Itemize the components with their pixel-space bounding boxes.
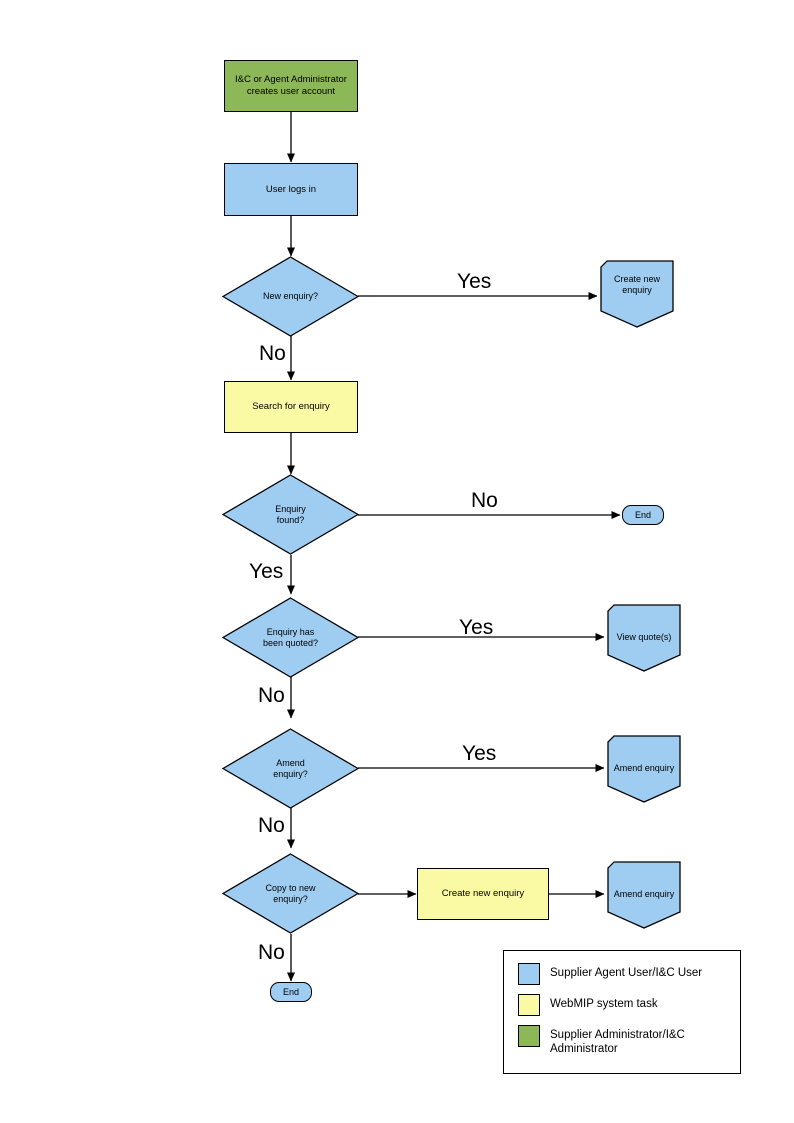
- pentagon-shape: [600, 260, 674, 328]
- diamond-shape: [222, 256, 359, 337]
- edge-label-new-enquiry-no: No: [259, 342, 286, 365]
- node-label: End: [634, 510, 651, 520]
- node-copy-to-new-decision[interactable]: Copy to new enquiry?: [222, 853, 359, 934]
- diamond-shape: [222, 474, 359, 555]
- edge-label-new-enquiry-yes: Yes: [457, 270, 492, 293]
- node-new-enquiry-decision[interactable]: New enquiry?: [222, 256, 359, 337]
- legend-item-supplier-administrator: Supplier Administrator/I&C Administrator: [518, 1025, 730, 1056]
- edge-label-enquiry-found-no: No: [471, 489, 498, 512]
- node-amend-enquiry-2[interactable]: Amend enquiry: [607, 861, 681, 929]
- node-amend-enquiry-1[interactable]: Amend enquiry: [607, 735, 681, 803]
- node-user-logs-in[interactable]: User logs in: [224, 163, 358, 216]
- edge-label-amend-yes: Yes: [462, 742, 497, 765]
- edge-label-quoted-no: No: [258, 684, 285, 707]
- node-label-line2: creates user account: [246, 86, 336, 97]
- legend-item-webmip-system-task: WebMIP system task: [518, 994, 730, 1016]
- node-enquiry-quoted-decision[interactable]: Enquiry has been quoted?: [222, 597, 359, 678]
- node-create-new-enquiry-top[interactable]: Create new enquiry: [600, 260, 674, 328]
- node-end-top[interactable]: End: [622, 505, 664, 525]
- node-end-bottom[interactable]: End: [270, 982, 312, 1002]
- node-enquiry-found-decision[interactable]: Enquiry found?: [222, 474, 359, 555]
- legend-label-line1: Supplier Administrator/I&C: [550, 1029, 685, 1041]
- legend-label: Supplier Agent User/I&C User: [550, 967, 703, 979]
- node-search-for-enquiry[interactable]: Search for enquiry: [224, 381, 358, 433]
- node-create-new-enquiry-bottom[interactable]: Create new enquiry: [417, 868, 549, 920]
- diamond-shape: [222, 597, 359, 678]
- node-label: User logs in: [265, 183, 317, 195]
- pentagon-shape: [607, 735, 681, 803]
- pentagon-shape: [607, 604, 681, 672]
- node-admin-creates-account[interactable]: I&C or Agent Administrator creates user …: [224, 60, 358, 112]
- legend-swatch-blue: [518, 963, 540, 985]
- node-label: Create new enquiry: [441, 888, 525, 900]
- legend-item-supplier-agent-user: Supplier Agent User/I&C User: [518, 963, 730, 985]
- diamond-shape: [222, 853, 359, 934]
- legend: Supplier Agent User/I&C User WebMIP syst…: [503, 950, 741, 1074]
- legend-label: WebMIP system task: [550, 998, 658, 1010]
- legend-swatch-yellow: [518, 994, 540, 1016]
- node-view-quotes[interactable]: View quote(s): [607, 604, 681, 672]
- node-label-line1: I&C or Agent Administrator: [235, 74, 347, 86]
- edge-label-quoted-yes: Yes: [459, 616, 494, 639]
- edge-label-copy-no: No: [258, 941, 285, 964]
- node-label: Search for enquiry: [252, 401, 330, 413]
- node-amend-enquiry-decision[interactable]: Amend enquiry?: [222, 728, 359, 809]
- node-label: End: [282, 987, 299, 997]
- node-label: I&C or Agent Administrator creates user …: [235, 74, 347, 98]
- pentagon-shape: [607, 861, 681, 929]
- edge-label-enquiry-found-yes: Yes: [249, 560, 284, 583]
- legend-label-line2: Administrator: [550, 1043, 618, 1056]
- legend-label: Supplier Administrator/I&C Administrator: [550, 1025, 685, 1056]
- diamond-shape: [222, 728, 359, 809]
- legend-swatch-green: [518, 1025, 540, 1047]
- edge-label-amend-no: No: [258, 814, 285, 837]
